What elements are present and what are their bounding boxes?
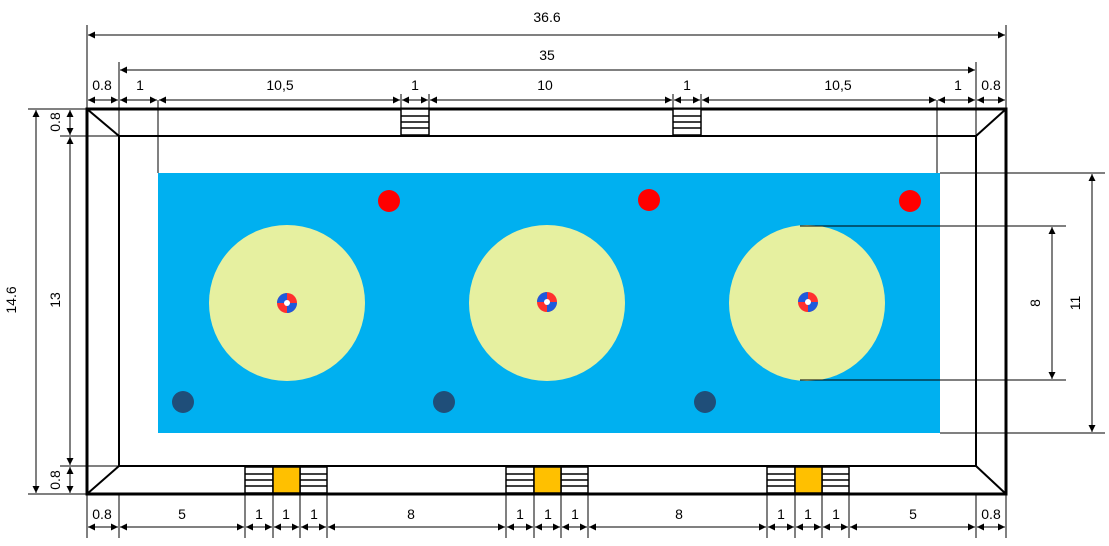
blue-stone bbox=[172, 391, 194, 413]
left-top-small-label: 0.8 bbox=[47, 112, 63, 132]
bottom-dim-label: 0.8 bbox=[92, 506, 112, 522]
house-centers bbox=[277, 292, 818, 313]
bottom-dim-label: 1 bbox=[310, 506, 318, 522]
corner-bl bbox=[86, 465, 120, 495]
top-dim-label: 10 bbox=[537, 77, 553, 93]
dimension-labels: 36.6 35 0.8 1 10,5 1 10 1 10,5 1 0.8 0.8… bbox=[3, 9, 1083, 522]
bottom-dim-label: 1 bbox=[777, 506, 785, 522]
bottom-dim-label: 1 bbox=[804, 506, 812, 522]
top-dim-label: 1 bbox=[683, 77, 691, 93]
stairs bbox=[766, 466, 850, 494]
stairs bbox=[505, 466, 589, 494]
stones bbox=[172, 189, 921, 413]
red-stone bbox=[378, 190, 400, 212]
bottom-dim-label: 5 bbox=[909, 506, 917, 522]
button-marker-3 bbox=[798, 292, 818, 312]
building-outline bbox=[85, 107, 1008, 496]
bottom-dim-label: 1 bbox=[255, 506, 263, 522]
top-dim-label: 10,5 bbox=[266, 77, 293, 93]
red-stone bbox=[638, 189, 660, 211]
top-dim-label: 1 bbox=[954, 77, 962, 93]
top-stairs-2 bbox=[672, 108, 702, 136]
button-marker-1 bbox=[277, 293, 297, 313]
dimension-lines bbox=[28, 25, 1105, 538]
bottom-entrance-3 bbox=[766, 466, 850, 494]
outer-wall bbox=[85, 107, 1008, 496]
top-dim-label: 1 bbox=[411, 77, 419, 93]
top-dim-label: 1 bbox=[136, 77, 144, 93]
inner-length-label: 35 bbox=[539, 47, 555, 63]
bottom-dim-label: 8 bbox=[407, 506, 415, 522]
bottom-dim-label: 8 bbox=[675, 506, 683, 522]
top-dim-label: 0.8 bbox=[981, 77, 1001, 93]
total-width-label: 14.6 bbox=[3, 286, 19, 313]
red-stone bbox=[899, 190, 921, 212]
ice-width-label: 11 bbox=[1067, 296, 1083, 311]
bottom-dim-label: 1 bbox=[282, 506, 290, 522]
gate bbox=[272, 466, 301, 494]
blue-stone bbox=[433, 391, 455, 413]
top-dim-label: 0.8 bbox=[92, 77, 112, 93]
corner-tl bbox=[86, 108, 120, 137]
top-stairs-1 bbox=[400, 108, 430, 136]
corner-tr bbox=[975, 108, 1007, 137]
house-diameter-label: 8 bbox=[1027, 299, 1043, 307]
bottom-dim-label: 5 bbox=[178, 506, 186, 522]
total-length-label: 36.6 bbox=[533, 9, 560, 25]
bottom-dim-label: 1 bbox=[571, 506, 579, 522]
bottom-dim-label: 1 bbox=[516, 506, 524, 522]
inner-wall bbox=[118, 135, 977, 467]
gate bbox=[794, 466, 823, 494]
bottom-dim-label: 1 bbox=[832, 506, 840, 522]
stairs bbox=[244, 466, 328, 494]
top-dim-label: 10,5 bbox=[824, 77, 851, 93]
inner-width-label: 13 bbox=[47, 292, 63, 308]
gate bbox=[533, 466, 562, 494]
button-marker-2 bbox=[537, 292, 557, 312]
bottom-entrance-2 bbox=[505, 466, 589, 494]
blue-stone bbox=[694, 391, 716, 413]
bottom-entrance-1 bbox=[244, 466, 328, 494]
bottom-dim-label: 1 bbox=[544, 506, 552, 522]
corner-br bbox=[975, 465, 1007, 495]
bottom-dim-label: 0.8 bbox=[981, 506, 1001, 522]
left-bottom-small-label: 0.8 bbox=[47, 470, 63, 490]
